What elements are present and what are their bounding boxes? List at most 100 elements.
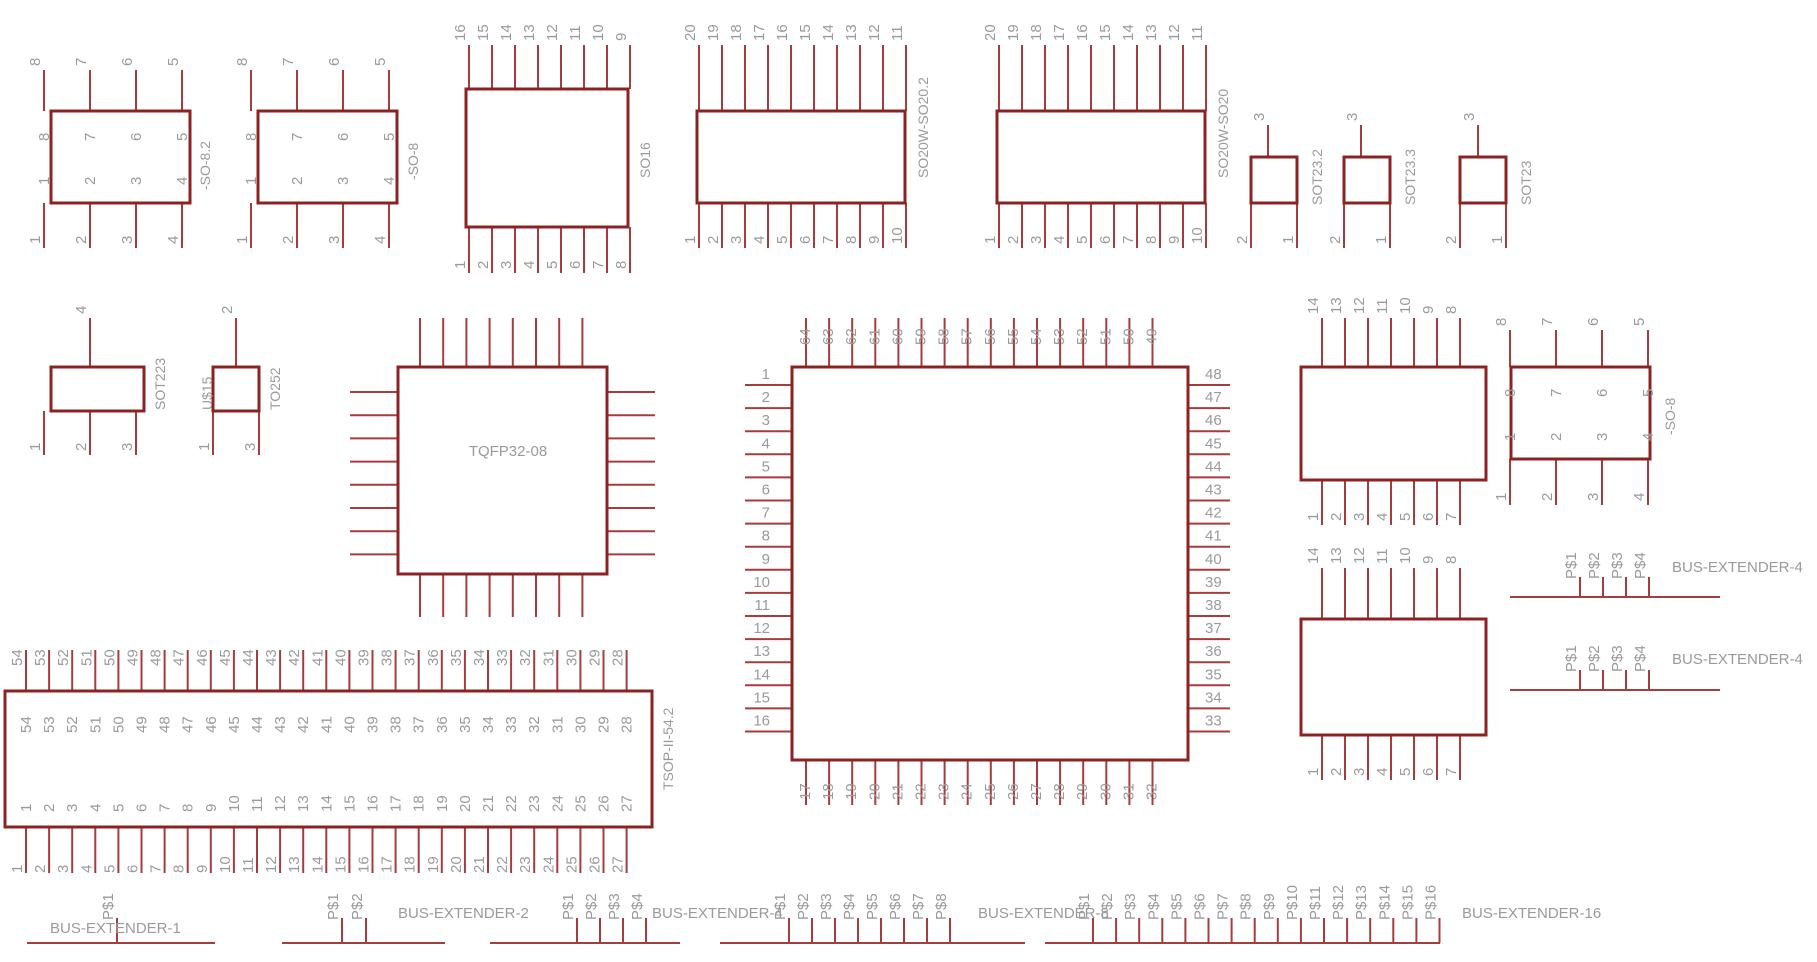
pin-number-label: 9	[194, 865, 211, 873]
package-tsop54: 5454535352525151505049494848474746464545…	[3, 649, 676, 873]
package-body	[1458, 155, 1508, 205]
pin-number-label: 4	[751, 236, 768, 244]
pin-number-label: 4	[1374, 768, 1391, 776]
bus-pin-label: P$1	[1563, 645, 1580, 672]
pin-number-label: 24	[959, 783, 976, 800]
pin-number-label: 49	[1144, 328, 1161, 345]
pin-number-label: 34	[471, 649, 488, 666]
pin-number-label: 20	[982, 24, 999, 41]
pin-number-label: 60	[889, 328, 906, 345]
pin-number-label: 64	[797, 328, 814, 345]
pin-number-label: 14	[1305, 547, 1322, 564]
bus-pin-label: P$4	[629, 893, 646, 920]
pin-number-label: 9	[1420, 306, 1437, 314]
pin-number-label: 13	[286, 856, 303, 873]
bus-name-label: BUS-EXTENDER-2	[398, 905, 529, 922]
pin-number-label: 1	[196, 443, 213, 451]
inner-pin-label: 35	[457, 716, 474, 733]
pin-number-label: 4	[165, 236, 182, 244]
pin-number-label: 5	[101, 865, 118, 873]
bus-pin-label: P$4	[1145, 893, 1162, 920]
package-body	[396, 365, 609, 576]
pin-number-label: 43	[263, 649, 280, 666]
pin-number-label: 7	[73, 58, 90, 66]
pin-number-label: 27	[1028, 783, 1045, 800]
pin-number-label: 19	[425, 856, 442, 873]
pin-number-label: 11	[754, 597, 770, 614]
pin-number-label: 31	[1120, 783, 1137, 800]
bus-pin-label: P$9	[1261, 893, 1278, 920]
pin-number-label: 6	[567, 261, 584, 269]
pin-number-label: 2	[762, 389, 770, 406]
pin-number-label: 11	[889, 25, 906, 41]
pin-number-label: 17	[751, 24, 768, 41]
inner-pin-label: 24	[549, 795, 566, 812]
pin-number-label: 2	[1234, 236, 1251, 244]
pin-number-label: 2	[73, 443, 90, 451]
pin-number-label: 6	[1420, 768, 1437, 776]
pin-number-label: 10	[753, 574, 770, 591]
pin-number-label: 51	[78, 649, 95, 666]
inner-pin-label: 2	[82, 177, 99, 185]
pin-number-label: 39	[1205, 574, 1222, 591]
pin-number-label: 33	[494, 649, 511, 666]
pin-number-label: 57	[959, 328, 976, 345]
pin-number-label: 22	[494, 856, 511, 873]
bus-name-label: BUS-EXTENDER-4	[1672, 651, 1803, 668]
package-body	[1342, 155, 1392, 205]
pin-number-label: 59	[913, 328, 930, 345]
pin-number-label: 12	[1351, 297, 1368, 314]
package-body	[1249, 155, 1299, 205]
pin-number-label: 32	[517, 649, 534, 666]
package-body	[49, 365, 146, 413]
inner-pin-label: 32	[526, 716, 543, 733]
bus-name-label: BUS-EXTENDER-4	[652, 905, 783, 922]
pin-number-label: 21	[471, 856, 488, 873]
pin-number-label: 3	[119, 236, 136, 244]
pin-number-label: 11	[1189, 25, 1206, 41]
bus-pin-label: P$3	[1609, 645, 1626, 672]
pin-number-label: 1	[682, 236, 699, 244]
pin-number-label: 15	[1097, 24, 1114, 41]
pin-number-label: 5	[1074, 236, 1091, 244]
inner-pin-label: 5	[381, 133, 398, 141]
pin-number-label: 17	[379, 856, 396, 873]
pin-number-label: 3	[1344, 113, 1361, 121]
pin-number-label: 46	[1205, 412, 1222, 429]
pin-number-label: 1	[234, 236, 251, 244]
pin-number-label: 10	[889, 227, 906, 244]
inner-pin-label: 54	[18, 716, 35, 733]
inner-pin-label: 43	[272, 716, 289, 733]
pin-number-label: 54	[1028, 328, 1045, 345]
pin-number-label: 3	[1251, 113, 1268, 121]
pin-number-label: 12	[1166, 24, 1183, 41]
pin-number-label: 7	[762, 505, 770, 522]
inner-pin-label: 14	[318, 795, 335, 812]
inner-pin-label: 26	[596, 795, 613, 812]
pin-number-label: 14	[820, 24, 837, 41]
bus-pin-label: P$5	[864, 893, 881, 920]
pin-number-label: 5	[1397, 513, 1414, 521]
pin-number-label: 5	[762, 458, 770, 475]
inner-pin-label: 3	[1594, 433, 1611, 441]
pin-number-label: 7	[590, 261, 607, 269]
pin-number-label: 48	[148, 649, 165, 666]
bus-name-label: BUS-EXTENDER-16	[1462, 905, 1601, 922]
pin-number-label: 4	[78, 865, 95, 873]
bus-pin-label: P$4	[1632, 645, 1649, 672]
pin-number-label: 40	[1205, 551, 1222, 568]
pin-number-label: 14	[309, 856, 326, 873]
package-name-label: SO16	[637, 142, 653, 178]
package-body	[995, 109, 1207, 205]
pin-number-label: 9	[1420, 556, 1437, 564]
inner-pin-label: 34	[480, 716, 497, 733]
pin-number-label: 2	[73, 236, 90, 244]
pin-number-label: 11	[567, 25, 584, 41]
pin-number-label: 63	[820, 328, 837, 345]
pin-number-label: 1	[1493, 493, 1510, 501]
inner-pin-label: 33	[503, 716, 520, 733]
pin-number-label: 9	[613, 33, 630, 41]
